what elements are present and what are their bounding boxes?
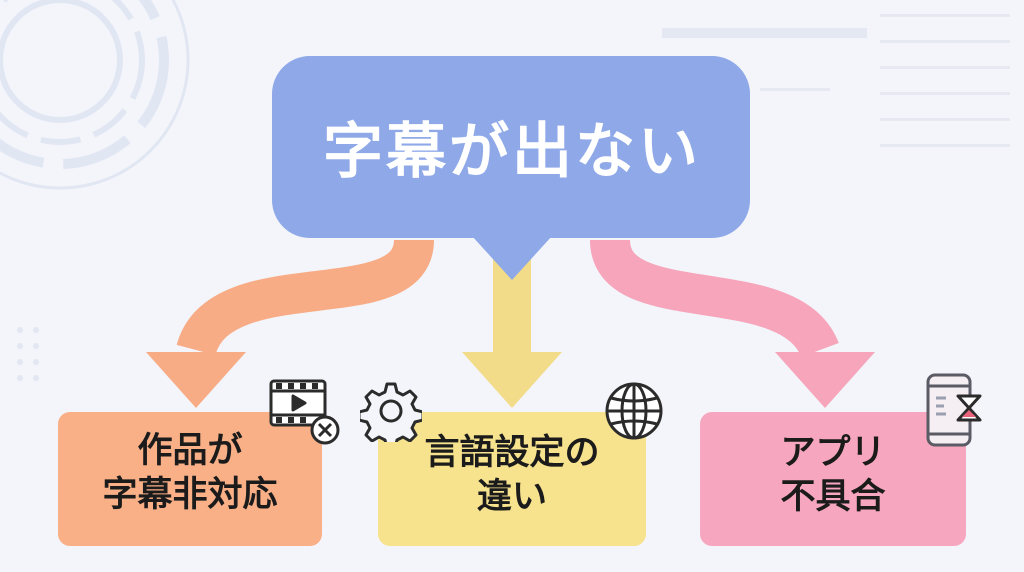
arrow-right: [590, 237, 839, 359]
root-label: 字幕が出ない: [323, 117, 701, 187]
branch-left-line-2: 字幕非対応: [102, 474, 278, 515]
film-reel-close-icon: [269, 379, 340, 445]
branch-right-line-2: 不具合: [780, 476, 886, 517]
branch-label-middle: 言語設定の 違い: [378, 432, 646, 520]
arrowhead-middle: [462, 352, 562, 408]
branch-label-left: 作品が 字幕非対応: [58, 430, 322, 518]
branch-box-left: [58, 412, 322, 546]
phone-hourglass-icon: [926, 373, 982, 447]
branch-left-line-1: 作品が: [137, 431, 243, 471]
branch-box-middle: [378, 412, 646, 546]
root-node: [272, 56, 750, 280]
branch-label-right: アプリ 不具合: [700, 432, 966, 520]
branch-right-line-1: アプリ: [780, 433, 886, 473]
arrowhead-right: [775, 352, 875, 408]
gear-icon: [360, 382, 422, 442]
globe-icon: [605, 382, 663, 440]
branch-box-right: [700, 412, 966, 546]
arrow-left: [176, 237, 434, 358]
branch-middle-line-2: 違い: [476, 476, 547, 517]
arrowhead-left: [146, 352, 246, 408]
branch-middle-line-1: 言語設定の: [424, 433, 600, 473]
